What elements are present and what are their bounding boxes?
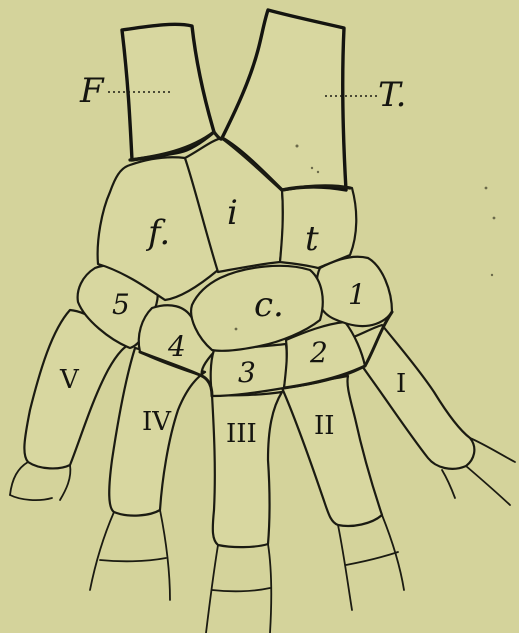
label-carpal-2: 2 xyxy=(309,336,328,369)
digit-iv-bones xyxy=(90,348,205,600)
label-carpal-4: 4 xyxy=(167,330,186,363)
label-digit-ii: II xyxy=(314,411,335,441)
digit-ii-bones xyxy=(282,376,404,610)
label-tibiale: t xyxy=(305,219,319,259)
label-carpal-1: 1 xyxy=(348,278,366,311)
label-digit-i: I xyxy=(396,369,406,399)
label-fibula: F xyxy=(79,71,105,111)
label-fibulare: f. xyxy=(145,213,170,253)
label-carpal-5: 5 xyxy=(112,288,130,321)
label-tibia: T. xyxy=(378,75,407,115)
label-digit-iii: III xyxy=(226,419,257,449)
label-digit-v: V xyxy=(59,365,80,395)
label-intermedium: i xyxy=(227,193,238,233)
label-digit-iv: IV xyxy=(142,407,172,437)
label-centrale: c. xyxy=(254,285,284,325)
label-carpal-3: 3 xyxy=(238,356,256,389)
